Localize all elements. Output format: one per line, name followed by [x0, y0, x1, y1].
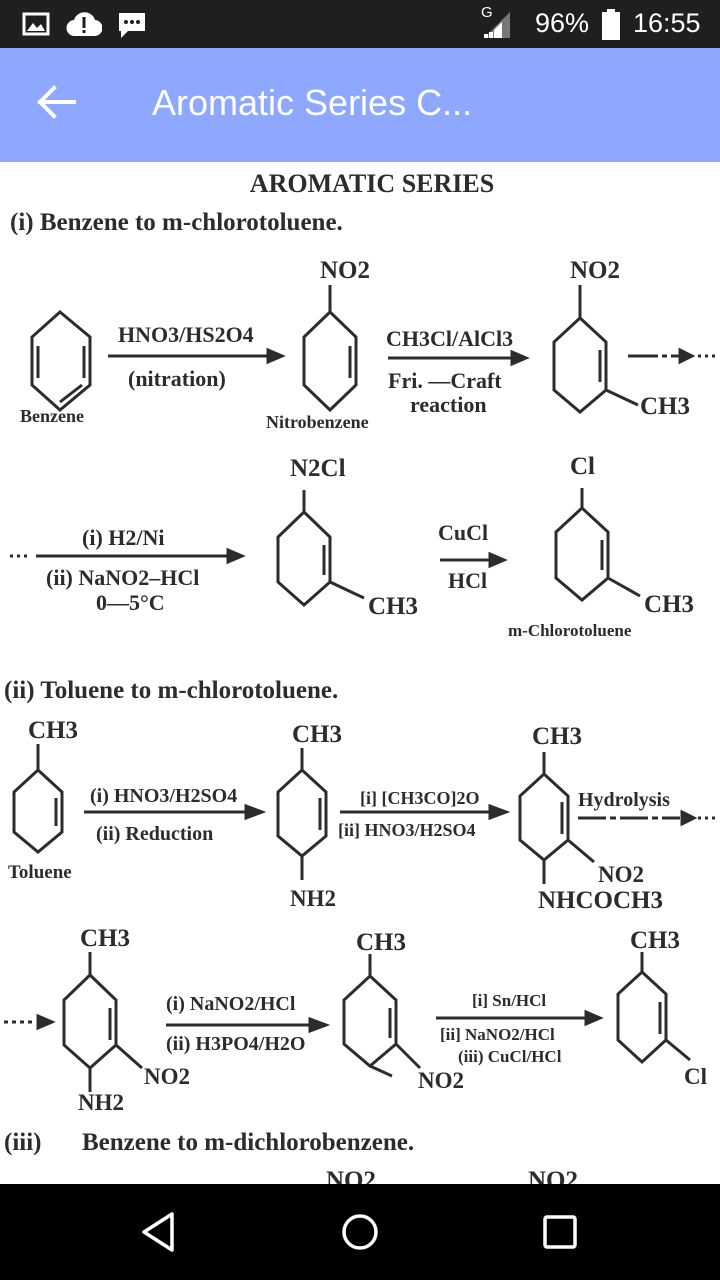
- reagent-label: [i] [CH3CO]2O: [360, 788, 479, 808]
- reagent-label: CH3Cl/AlCl3: [386, 326, 513, 351]
- reagent-label: (i) NaNO2/HCl: [166, 993, 296, 1015]
- navigation-bar: [0, 1184, 720, 1280]
- reagent-label: [ii] NaNO2/HCl: [440, 1025, 555, 1044]
- reagent-label: (ii) H3PO4/H2O: [166, 1033, 305, 1055]
- network-type: G: [481, 4, 493, 21]
- reagent-label: (i) HNO3/H2SO4: [90, 785, 237, 807]
- label-ch3: CH3: [356, 929, 406, 956]
- label-nhcoch3: NHCOCH3: [538, 887, 663, 914]
- label-n2cl: N2Cl: [290, 455, 346, 482]
- compound-name: Benzene: [20, 406, 84, 426]
- reagent-label: (nitration): [128, 366, 226, 391]
- reagent-label: HCl: [448, 568, 487, 593]
- label-ch3: CH3: [644, 591, 694, 618]
- reagent-label: (ii) Reduction: [96, 823, 213, 845]
- label-no2: NO2: [144, 1064, 190, 1089]
- label-nh2: NH2: [290, 886, 336, 911]
- message-icon: [119, 13, 145, 38]
- reagent-label: Hydrolysis: [578, 789, 670, 811]
- clock: 16:55: [633, 8, 701, 38]
- section-1-title: (i) Benzene to m-chlorotoluene.: [10, 209, 343, 236]
- label-no2: NO2: [418, 1068, 464, 1093]
- label-ch3: CH3: [80, 925, 130, 952]
- label-cl: Cl: [570, 453, 595, 480]
- page-title: Aromatic Series C...: [152, 82, 473, 123]
- battery-percent: 96%: [535, 8, 590, 38]
- compound-name: Toluene: [8, 862, 72, 883]
- document-image: AROMATIC SERIES (i) Benzene to m-chlorot…: [0, 162, 720, 1184]
- reaction-scheme: AROMATIC SERIES (i) Benzene to m-chlorot…: [4, 169, 716, 1184]
- label-ch3: CH3: [532, 723, 582, 750]
- label-ch3: CH3: [292, 721, 342, 748]
- compound-name: m-Chlorotoluene: [508, 621, 632, 640]
- label-ch3: CH3: [630, 927, 680, 954]
- label-no2: NO2: [326, 1167, 376, 1184]
- label-nh2: NH2: [78, 1090, 124, 1115]
- label-cl: Cl: [684, 1064, 707, 1089]
- label-no2: NO2: [570, 257, 620, 284]
- section-2-title: (ii) Toluene to m-chlorotoluene.: [4, 677, 338, 704]
- label-no2: NO2: [528, 1167, 578, 1184]
- battery-icon: [602, 9, 620, 40]
- reagent-label: [i] Sn/HCl: [472, 991, 546, 1010]
- reagent-label: (ii) NaNO2–HCl: [46, 565, 199, 590]
- reagent-label: HNO3/HS2O4: [118, 322, 254, 347]
- back-triangle-icon[interactable]: [134, 1206, 186, 1258]
- section-3-title: Benzene to m-dichlorobenzene.: [82, 1129, 414, 1156]
- reagent-label: Fri. —Craft: [388, 368, 502, 393]
- reagent-label: 0—5°C: [96, 590, 165, 615]
- reagent-label: (i) H2/Ni: [82, 525, 165, 550]
- reagent-label: reaction: [410, 392, 487, 417]
- status-bar: G 96% 16:55: [0, 0, 720, 48]
- heading: AROMATIC SERIES: [250, 169, 494, 198]
- back-arrow-icon[interactable]: [26, 72, 86, 132]
- app-bar: Aromatic Series C...: [0, 48, 720, 162]
- label-ch3: CH3: [640, 393, 690, 420]
- compound-name: Nitrobenzene: [266, 412, 369, 432]
- signal-icon: [484, 12, 510, 38]
- structure-lines: [4, 285, 716, 1092]
- reagent-label: (iii) CuCl/HCl: [458, 1047, 562, 1066]
- label-no2: NO2: [320, 257, 370, 284]
- home-circle-icon[interactable]: [334, 1206, 386, 1258]
- label-ch3: CH3: [368, 593, 418, 620]
- reagent-label: [ii] HNO3/H2SO4: [338, 820, 476, 840]
- label-ch3: CH3: [28, 717, 78, 744]
- label-no2: NO2: [598, 862, 644, 887]
- reagent-label: CuCl: [438, 520, 488, 545]
- image-icon: [22, 12, 50, 36]
- download-alert-icon: [66, 12, 102, 37]
- section-3-number: (iii): [4, 1129, 42, 1156]
- recents-square-icon[interactable]: [534, 1206, 586, 1258]
